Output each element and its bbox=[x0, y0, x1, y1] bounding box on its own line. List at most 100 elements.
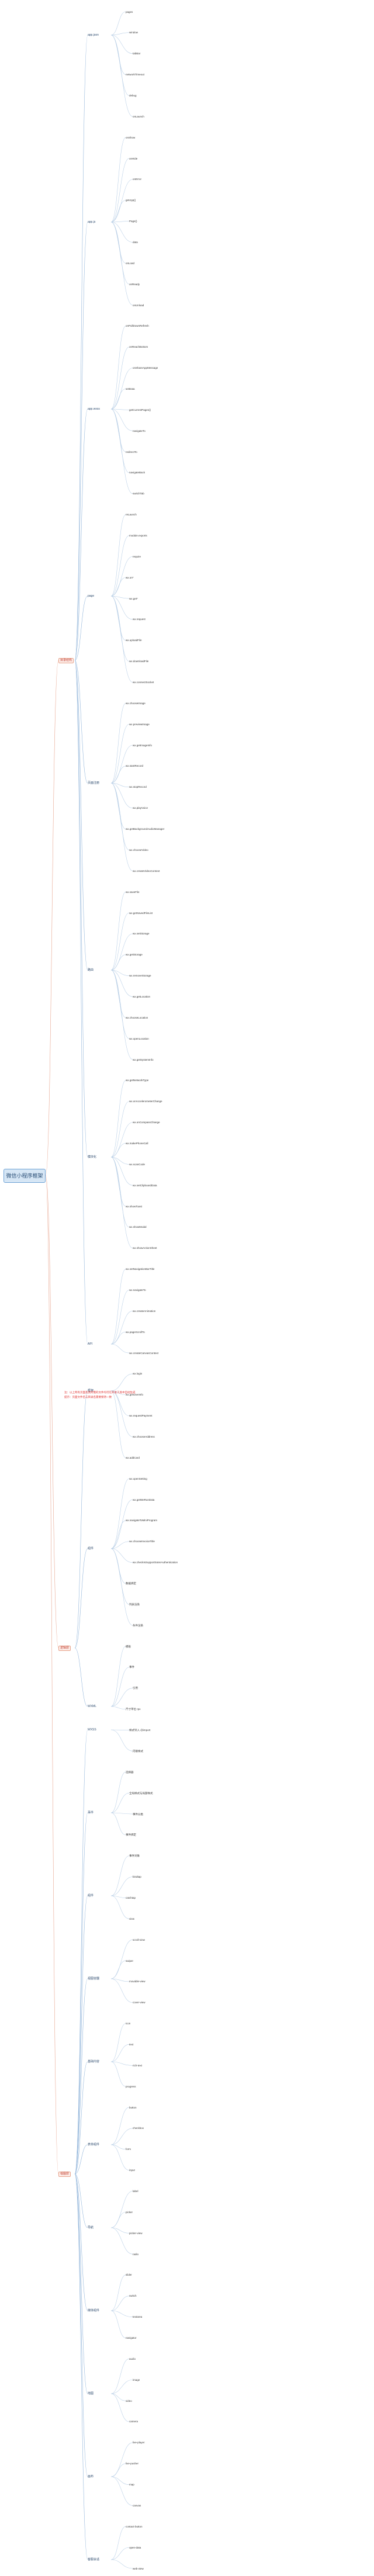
level3-node: wx.getUserInfo bbox=[126, 1393, 144, 1397]
level2-node: API bbox=[88, 1342, 93, 1346]
level3-node: networkTimeout bbox=[126, 73, 144, 77]
level3-node: icon bbox=[126, 2022, 131, 2026]
connector-line bbox=[110, 723, 130, 784]
connector-line bbox=[110, 595, 133, 683]
level2-node: 表单组件 bbox=[88, 2143, 100, 2146]
level3-node: wx.showModal bbox=[129, 1225, 147, 1229]
level3-node: module.exports bbox=[129, 534, 147, 538]
connector-line bbox=[110, 1548, 133, 1563]
level3-node: wx.scanCode bbox=[129, 1162, 146, 1166]
level3-node: wx.navigateTo bbox=[129, 1289, 146, 1292]
connector-line bbox=[110, 2559, 133, 2569]
connector-line bbox=[110, 2476, 133, 2506]
level3-node: cover-view bbox=[133, 2001, 146, 2004]
level3-node: pages bbox=[126, 10, 133, 13]
level3-node: rich-text bbox=[133, 2063, 143, 2067]
connector-line bbox=[110, 2442, 133, 2477]
level2-node: 媒体组件 bbox=[88, 2309, 100, 2312]
connector-line bbox=[110, 891, 126, 971]
connector-line bbox=[45, 660, 59, 1176]
connector-line bbox=[110, 1895, 130, 1919]
connector-line bbox=[110, 2393, 130, 2422]
level3-node: 模板 bbox=[126, 1644, 131, 1648]
connector-line bbox=[110, 34, 133, 54]
level3-node: wx.on* bbox=[126, 576, 134, 579]
connector-line bbox=[110, 11, 126, 36]
level3-node: wx.getBackgroundAudioManager bbox=[126, 827, 165, 831]
connector-line bbox=[110, 1646, 126, 1707]
connector-line bbox=[110, 2044, 130, 2062]
connector-line bbox=[110, 1344, 130, 1353]
connector-line bbox=[110, 703, 126, 784]
level3-node: wx.downloadFile bbox=[129, 660, 149, 663]
level3-node: setData bbox=[126, 387, 135, 390]
level3-node: 尺寸单位 rpx bbox=[126, 1708, 141, 1711]
level3-node: wx.request bbox=[133, 618, 146, 621]
connector-line bbox=[110, 970, 126, 1018]
connector-line bbox=[110, 221, 130, 285]
connector-line bbox=[110, 2393, 126, 2401]
level3-node: 样式导入 @import bbox=[129, 1729, 151, 1732]
level3-node: 事件 bbox=[129, 1666, 134, 1669]
level3-node: wx.playVoice bbox=[133, 806, 148, 810]
level3-node: navigateTo bbox=[133, 429, 146, 432]
connector-line bbox=[110, 783, 133, 808]
level2-node: 视图容器 bbox=[88, 1977, 100, 1981]
connector-line bbox=[110, 2310, 133, 2317]
connector-line bbox=[74, 1812, 88, 2175]
connector-line bbox=[74, 221, 88, 661]
level3-node: live-player bbox=[133, 2441, 145, 2445]
connector-line bbox=[110, 1855, 130, 1896]
level3-node: web-view bbox=[133, 2567, 144, 2570]
level3-node: wx.login bbox=[133, 1372, 143, 1376]
level3-node: wx.startRecord bbox=[126, 764, 144, 768]
level3-node: onUnload bbox=[133, 303, 144, 307]
connector-line bbox=[110, 347, 130, 410]
level3-node: navigateBack bbox=[129, 471, 146, 475]
level2-node: 客服会话 bbox=[88, 2558, 100, 2561]
connector-line bbox=[110, 1478, 130, 1549]
level3-node: onHide bbox=[129, 157, 138, 160]
level2-node: app.wxss bbox=[88, 407, 100, 411]
branch-node: 视图层 bbox=[58, 2172, 71, 2177]
level3-node: wx.createAnimation bbox=[133, 1309, 156, 1313]
level2-node: 事件 bbox=[88, 1811, 94, 1815]
connector-line bbox=[74, 595, 88, 661]
connector-line bbox=[110, 1772, 126, 1813]
connector-line bbox=[110, 408, 133, 494]
level3-node: wx.createCanvasContext bbox=[129, 1351, 159, 1355]
level3-node: onReady bbox=[129, 282, 140, 286]
connector-line bbox=[45, 1175, 59, 1649]
level3-node: text bbox=[129, 2042, 134, 2046]
level2-node: WXML bbox=[88, 1705, 96, 1708]
level3-node: wx.previewImage bbox=[129, 722, 150, 726]
level3-node: wx.chooseVideo bbox=[129, 848, 148, 851]
branch-node: 目录结构 bbox=[58, 658, 74, 663]
level3-node: wx.saveFile bbox=[126, 890, 140, 894]
connector-line bbox=[110, 1080, 126, 1158]
connector-line bbox=[110, 766, 126, 784]
level3-node: onLaunch bbox=[133, 115, 144, 118]
level3-node: checkbox bbox=[133, 2127, 144, 2130]
level3-node: contact-button bbox=[126, 2525, 143, 2528]
level3-node: movable-view bbox=[129, 1980, 146, 1983]
connector-line bbox=[110, 577, 126, 597]
level3-node: button bbox=[129, 2106, 137, 2109]
connector-line bbox=[74, 2061, 88, 2175]
connector-line bbox=[110, 221, 130, 223]
level3-node: switchTab bbox=[133, 492, 144, 496]
level3-node: wx.navigateToMiniProgram bbox=[126, 1519, 158, 1522]
connector-line bbox=[74, 1390, 88, 1649]
connector-line bbox=[74, 2144, 88, 2175]
connector-line bbox=[110, 1143, 126, 1158]
connector-line bbox=[110, 1876, 133, 1896]
level3-node: navigator bbox=[126, 2336, 137, 2340]
connector-line bbox=[74, 1978, 88, 2175]
connector-line bbox=[110, 2144, 130, 2170]
connector-line bbox=[110, 408, 133, 431]
level3-node: getApp() bbox=[126, 199, 136, 202]
connector-line bbox=[110, 408, 126, 452]
level3-node: form bbox=[126, 2148, 131, 2151]
connector-line bbox=[74, 2173, 88, 2394]
